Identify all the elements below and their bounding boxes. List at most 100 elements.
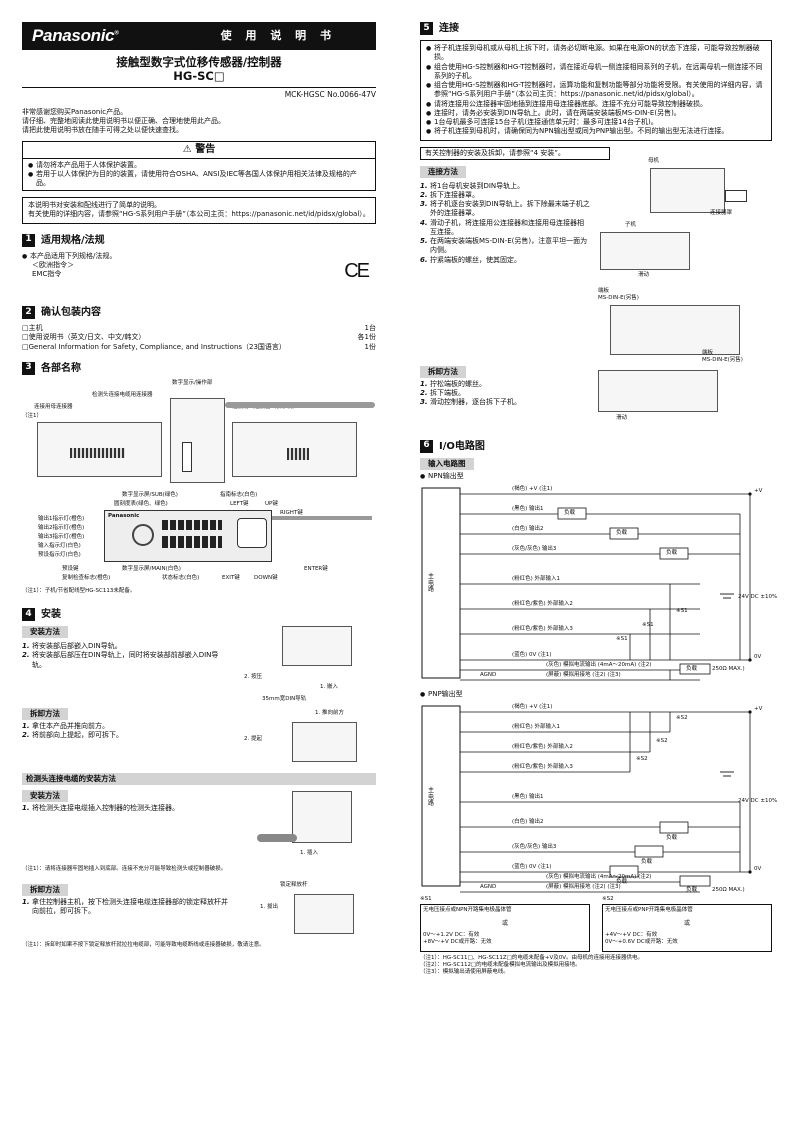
pnp-load-label-1: 负载 [666, 834, 678, 841]
display-window [182, 441, 192, 472]
emc-directive: EMC指令 [32, 270, 62, 279]
input-circuit-head: 输入电路图 [420, 457, 474, 470]
connect-method-head: 连接方法 [420, 165, 466, 178]
npn-plus-v: +V [754, 487, 763, 494]
io-notes: （注1）：HG-SC11□、HG-SC11Z□的电缆未配备+V及0V。由母机的连… [420, 955, 772, 976]
label-slide2: 滑动 [616, 414, 628, 421]
dial-scale [132, 523, 154, 546]
pnp-wire-pink2: (粉红色/紫色) 外部输入2 [512, 743, 573, 750]
s2-box-title: 无电压接点或PNP开路集电极晶体管 [605, 906, 693, 913]
npn-dc: 24V DC ±10% [738, 593, 778, 600]
io-note: （注3）：模拟输出请使用屏蔽电线。 [420, 969, 509, 976]
pnp-load-2 [634, 845, 664, 858]
connect-body: 连接方法 1.将1台母机安装到DIN导轨上。 2.拆下连接器罩。 3.将子机逐台… [420, 158, 772, 430]
label-display-op: 数字显示/操作部 [172, 379, 213, 386]
label-slave: 子机 [625, 221, 637, 228]
connect-cautions: 将子机连接到母机或从母机上拆下时，请务必切断电源。如果在电源ON的状态下连接，可… [420, 40, 772, 141]
npn-load-3 [659, 547, 689, 560]
package-row: □使用说明书（英文/日文、中文/韩文）各1份 [22, 333, 376, 342]
label-head-conn: 检测头连接电缆用连接器 [92, 391, 153, 398]
label-cover: 连接器罩 [710, 209, 733, 216]
connect-remove-step: 2.拆下端板。 [420, 389, 465, 397]
pnp-main-circuit-box [421, 705, 461, 887]
cable-remove-head: 拆卸方法 [22, 884, 68, 897]
pnp-head: PNP输出型 [420, 690, 463, 699]
cable-remove-step: 1.拿住控制器主机，按下检测头连接电缆连接器部的锁定释放杆并向前拉，即可拆下。 [22, 898, 228, 916]
io-note: （注1）：HG-SC11□、HG-SC11Z□的电缆未配备+V及0V。由母机的连… [420, 954, 643, 961]
label-lift: 2. 提起 [244, 736, 262, 743]
remove-figure [292, 722, 357, 763]
npn-load-label-4: 负载 [686, 665, 698, 672]
label-exit-key: EXIT键 [222, 574, 240, 581]
warning-box: ⚠ 警告 请勿将本产品用于人体保护装置。 若用于以人体保护为目的的装置，请使用符… [22, 141, 376, 192]
caution-item: 请将连接用公连接器牢固地插到连接用母连接器底部。连接不充分可能导致控制器破损。 [426, 100, 766, 109]
io-note: （注2）：HG-SC112□的电缆未配备模拟电流输出及模拟用接地。 [420, 962, 581, 969]
npn-wire-black: (黑色) 输出1 [512, 505, 544, 512]
pnp-wire-pink3: (粉红色/紫色) 外部输入3 [512, 763, 573, 770]
npn-load-label-3: 负载 [666, 549, 678, 556]
cross-keys [237, 517, 267, 548]
remove-step: 1.拿住本产品并推向前方。 [22, 722, 109, 731]
intro-text: 非常感谢您购买Panasonic产品。 请仔细、完整地阅读此使用说明书以便正确、… [22, 107, 225, 135]
label-pointer: 指南标志(白色) [220, 491, 258, 498]
cable-install-head: 安装方法 [22, 790, 68, 803]
brand-logo: Panasonic® [32, 25, 119, 45]
male-connector [287, 447, 309, 460]
section-4-body: 安装方法 1.将安装部后部嵌入DIN导轨。 2.将安装部后部压在DIN导轨上，同… [22, 626, 376, 951]
pnp-s2b: ※S2 [656, 737, 668, 744]
io-circuits: 输入电路图 NPN输出型 [420, 457, 777, 953]
npn-wire-pink3: (粉红色/紫色) 外部输入3 [512, 625, 573, 632]
install-head: 安装方法 [22, 626, 68, 639]
s2-line1: +4V～+V DC：有效 [605, 932, 658, 939]
endplate-figure [610, 304, 740, 355]
label-rail: 35mm宽DIN导轨 [262, 696, 307, 703]
label-state: 状态标志(白色) [162, 574, 200, 581]
label-lever: 锁定释放杆 [280, 882, 308, 889]
mother-connector [70, 447, 125, 458]
label-pull: 1. 拔出 [260, 904, 278, 911]
cable-remove-note: （注1）：拆卸时如果不按下锁定释放杆就拉拉电缆部，可能导致电缆断线或连接器破损，… [22, 942, 265, 949]
cable-plug [257, 834, 297, 843]
npn-load-2 [609, 527, 639, 540]
npn-agnd: AGND [480, 671, 497, 678]
parts-diagram: 数字显示/操作部 检测头连接电缆用连接器 连接用母连接器 （注1） 连接用公连接… [22, 380, 376, 598]
header-bar: Panasonic® 使 用 说 明 书 [22, 22, 376, 50]
pnp-wire-black: (黑色) 输出1 [512, 793, 544, 800]
label-right-key: RIGHT键 [280, 509, 303, 516]
install-figure [282, 626, 352, 667]
product-title: 接触型数字式位移传感器/控制器 HG-SC□ [116, 55, 282, 84]
npn-circuit [421, 487, 752, 681]
manual-note: 本说明书对安装和配线进行了简单的说明。 有关使用的详细内容，请参照“HG-S系列… [22, 197, 376, 224]
npn-wire-gray: (灰色/灰色) 输出3 [512, 545, 557, 552]
npn-wire-pink2: (粉红色/紫色) 外部输入2 [512, 600, 573, 607]
npn-wire-brown: (褐色) +V (注1) [512, 485, 553, 492]
pnp-wire-blue: (蓝色) 0V (注1) [512, 863, 552, 870]
npn-wire-shield: (屏蔽) 模拟用接地 (注2) (注3) [546, 671, 621, 678]
label-out1: 输出1指示灯(橙色) [38, 515, 85, 522]
pnp-wire-pink: (粉红色) 外部输入1 [512, 723, 561, 730]
connect-step: 4.滑动子机，将连接用公连接器和连接用母连接器相互连接。 [420, 218, 584, 236]
label-main-display: 数字显示屏/MAIN(白色) [122, 565, 181, 572]
npn-load-analog [679, 663, 711, 675]
pnp-wire-gray: (灰色/灰色) 输出3 [512, 843, 557, 850]
label-enter-key: ENTER键 [304, 565, 328, 572]
connect-step: 1.将1台母机安装到DIN导轨上。 [420, 181, 525, 190]
master-unit-figure [650, 167, 725, 213]
pnp-load-label-4: 负载 [686, 886, 698, 893]
label-up-key: UP键 [265, 500, 278, 507]
label-slide: 滑动 [638, 271, 650, 278]
label-in: 输入指示灯(白色) [38, 542, 81, 549]
main-display-digits [162, 535, 222, 548]
controller-front-view [170, 397, 225, 483]
s2-box: 无电压接点或PNP开路集电极晶体管 或 +4V～+V DC：有效 0V～+0.6… [602, 903, 772, 952]
remove-head: 拆卸方法 [22, 708, 68, 721]
s1-line1: 0V～+1.2V DC：有效 [423, 932, 480, 939]
caution-item: 连接时，请务必安装到DIN导轨上。此时，请在两端安装端板MS-DIN-E(另售)… [426, 109, 766, 118]
npn-wire-blue: (蓝色) 0V (注1) [512, 651, 552, 658]
label-preset-key: 预设键 [62, 565, 79, 572]
